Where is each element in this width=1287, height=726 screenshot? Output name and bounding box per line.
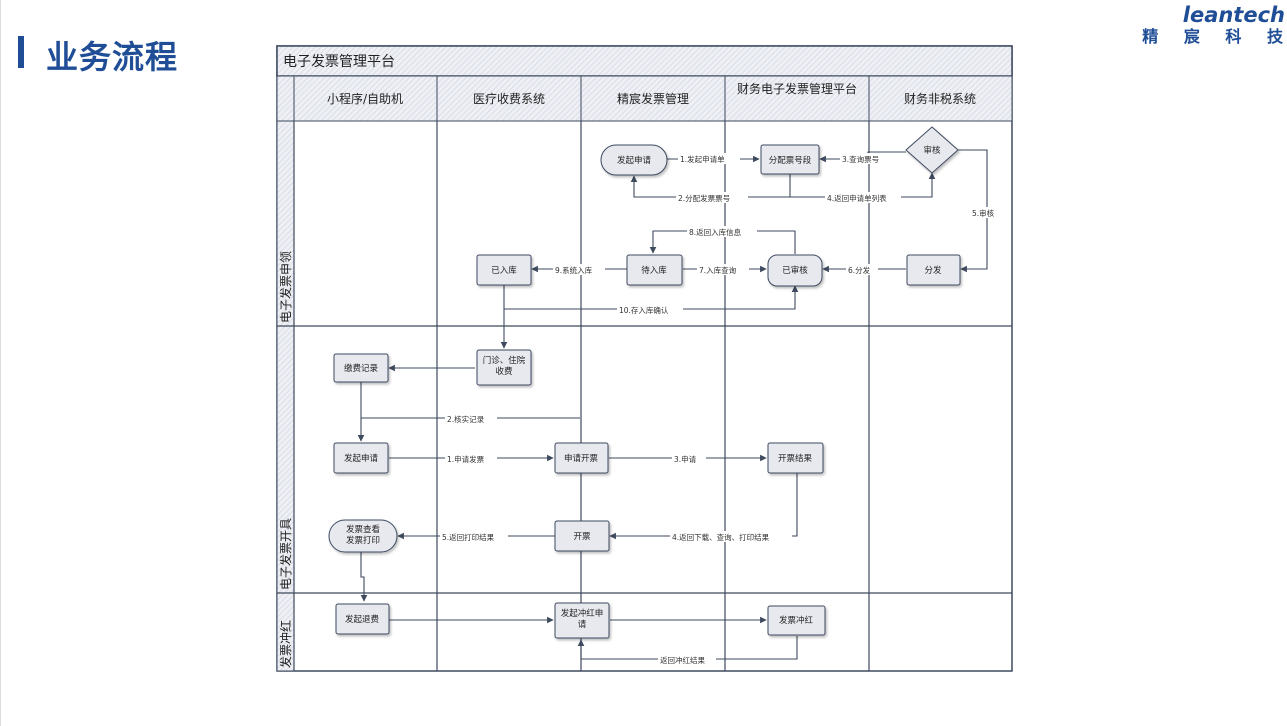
node-label-dairuku: 待入库: [641, 265, 667, 276]
node-label-fenfa: 分发: [924, 265, 942, 276]
node-mzzy: [476, 349, 532, 386]
lane-header-0: 小程序/自助机: [327, 91, 403, 106]
lane-header-bg: [724, 75, 870, 122]
label-bg: [617, 304, 683, 315]
phase-label-1: 电子发票开具: [278, 518, 293, 590]
node-label-sqkp: 申请开票: [564, 453, 599, 464]
label-bg: [670, 531, 792, 542]
edge-label-k2: 2.核实记录: [447, 414, 485, 424]
node-dairuku: [626, 254, 683, 286]
edge-label-e3: 3.查询票号: [842, 154, 879, 164]
node-label-shenhe: 审核: [923, 145, 941, 156]
label-bg: [825, 192, 901, 203]
node-label-fqsq2: 发起申请: [344, 453, 379, 464]
node-fpch: [767, 605, 826, 636]
node-label-fphd: 分配票号段: [769, 155, 812, 166]
lane-header-4: 财务非税系统: [904, 91, 976, 106]
node-kaipiao: [554, 520, 610, 552]
node-label-fqchsq: 发起冲红申 请: [560, 609, 604, 630]
label-bg: [678, 153, 740, 164]
label-bg: [840, 153, 888, 164]
node-sqkp: [554, 442, 609, 474]
company-logo: leantech 精 宸 科 技: [1142, 4, 1285, 48]
node-label-yiruku: 已入库: [491, 265, 517, 276]
label-bg: [697, 264, 749, 275]
node-label-fapiao-cv-wrap: 发票查看 发票打印: [345, 525, 380, 546]
node-label-kpjg: 开票结果: [778, 453, 813, 464]
node-label-fqchsq-wrap: 发起冲红申 请: [560, 609, 604, 630]
corner-cell: [276, 75, 295, 122]
node-label-mzzy: 门诊、住院 收费: [482, 356, 526, 377]
node-label-kaipiao: 开票: [573, 532, 591, 542]
lane-header-bg: [436, 75, 582, 122]
label-bg: [970, 207, 1000, 218]
phase-label-0: 电子发票申领: [278, 251, 293, 323]
edge-label-e2: 2.分配发票票号: [678, 193, 730, 203]
pool-title-bar: [276, 45, 1013, 77]
node-fenfa: [906, 254, 961, 286]
page-title: 业务流程: [46, 38, 179, 76]
lane-header-3-wrap: 财务电子发票管理平台: [736, 82, 857, 96]
node-label-fapiao-cv: 发票查看 发票打印: [345, 525, 380, 546]
label-bg: [658, 654, 716, 665]
edge-label-k4: 4.返回下载、查询、打印结果: [672, 532, 770, 542]
node-label-jfjl: 缴费记录: [344, 363, 379, 374]
node-fapiao-cv: [328, 519, 398, 553]
node-label-yishenhe: 已审核: [782, 265, 808, 276]
node-yishenhe: [767, 254, 823, 287]
node-fqsq: [600, 144, 668, 176]
edge-label-e10: 10.存入库确认: [619, 305, 669, 315]
node-yiruku: [476, 254, 532, 286]
node-label-fqsq: 发起申请: [617, 155, 652, 166]
node-fphd: [760, 144, 820, 175]
node-fqchsq: [554, 602, 610, 639]
node-label-fpch: 发票冲红: [779, 615, 814, 626]
label-bg: [445, 413, 497, 424]
edge-label-e1: 1.发起申请单: [680, 154, 725, 164]
node-fqsq2: [333, 442, 389, 474]
node-jfjl: [333, 353, 389, 383]
node-shenhe: [905, 126, 959, 174]
phase-label-2: 发票冲红: [278, 620, 293, 668]
edge-label-e8: 8.返回入库信息: [689, 227, 742, 237]
edge-label-k5: 5.返回打印结果: [442, 532, 495, 542]
label-bg: [687, 226, 757, 237]
label-bg: [676, 192, 748, 203]
label-bg: [672, 453, 706, 464]
edge-label-e9: 9.系统入库: [555, 265, 593, 275]
page-left-edge: [0, 0, 1, 726]
lane-header-1: 医疗收费系统: [473, 92, 545, 106]
lane-header-bg: [293, 75, 438, 122]
label-bg: [445, 453, 497, 464]
edge-label-e4: 4.返回申请单列表: [827, 193, 887, 203]
edge-label-k1: 1.申请发票: [447, 454, 485, 464]
label-bg: [553, 264, 605, 275]
edge-label-e5: 5.审核: [972, 208, 995, 218]
node-kpjg: [767, 442, 824, 474]
label-bg: [440, 531, 508, 542]
lane-header-3: 财务电子发票管理平台: [736, 82, 857, 96]
logo-text-en: leantech: [1182, 3, 1285, 27]
label-bg: [846, 264, 878, 275]
lane-header-2: 精宸发票管理: [617, 91, 689, 106]
title-accent-bar: [18, 36, 24, 68]
edge-label-e6: 6.分发: [848, 265, 871, 275]
logo-text-cn: 精 宸 科 技: [1142, 27, 1287, 46]
lane-header-bg: [868, 75, 1013, 122]
node-label-mzzy-wrap: 门诊、住院 收费: [482, 356, 526, 377]
edge-label-e7: 7.入库查询: [699, 265, 737, 275]
edge-label-k3: 3.申请: [674, 454, 697, 464]
node-fqtf: [335, 603, 390, 635]
edge-to-fqtf: [360, 552, 368, 602]
node-label-fqtf: 发起退费: [345, 614, 380, 625]
pool-title: 电子发票管理平台: [283, 54, 395, 70]
lane-header-bg: [580, 75, 726, 122]
edge-label-r1: 返回冲红结果: [660, 655, 705, 665]
